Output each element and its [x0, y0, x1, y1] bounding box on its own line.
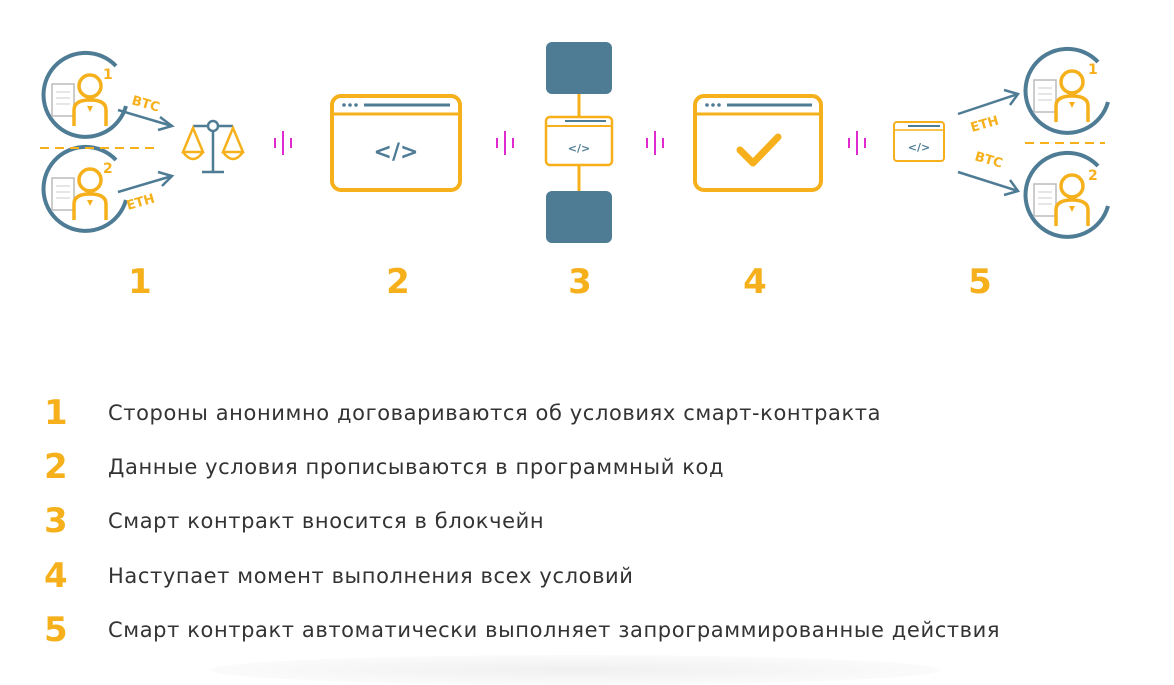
legend-number: 4 — [44, 556, 68, 596]
party-1-icon — [41, 50, 128, 139]
legend-text: Смарт контракт автоматически выполняет з… — [108, 618, 1001, 642]
party-2-label: 2 — [103, 161, 113, 177]
step-number-2: 2 — [386, 262, 410, 302]
legend-number: 3 — [44, 501, 68, 541]
party-1-label: 1 — [103, 67, 113, 83]
legend-text: Данные условия прописываются в программн… — [108, 455, 725, 479]
legend-text: Стороны анонимно договариваются об услов… — [108, 401, 882, 425]
step-number-3: 3 — [568, 262, 592, 302]
legend-number: 1 — [44, 393, 68, 433]
legend-item: 1 Стороны анонимно договариваются об усло… — [44, 393, 881, 433]
legend-item: 2 Данные условия прописываются в программ… — [44, 447, 724, 487]
smart-contract-diagram: 1 2 BTC ETH </> </> — [40, 42, 1110, 243]
separator-icon — [848, 130, 866, 156]
party-2-icon — [1023, 150, 1110, 239]
code-glyph: </> — [568, 142, 590, 155]
code-glyph: </> — [374, 140, 419, 165]
step-number-4: 4 — [743, 262, 767, 302]
party-2-icon — [41, 144, 128, 233]
party-2-label: 2 — [1088, 168, 1098, 184]
legend-number: 5 — [44, 610, 68, 650]
step-number-1: 1 — [128, 262, 152, 302]
legend-item: 3 Смарт контракт вносится в блокчейн — [44, 501, 544, 541]
legend-number: 2 — [44, 447, 68, 487]
legend-text: Смарт контракт вносится в блокчейн — [108, 509, 545, 533]
separator-icon — [496, 130, 514, 156]
currency-eth-in: ETH — [125, 192, 157, 214]
separator-icon — [274, 130, 292, 156]
bottom-shadow — [210, 655, 940, 685]
legend-text: Наступает момент выполнения всех условий — [108, 564, 634, 588]
contract-icon: </> — [893, 121, 945, 162]
scales-icon — [181, 119, 245, 174]
party-1-label: 1 — [1088, 62, 1098, 78]
code-window-icon: </> — [330, 94, 462, 192]
step-number-5: 5 — [968, 262, 992, 302]
check-window-icon — [693, 94, 823, 192]
separator-icon — [646, 130, 664, 156]
currency-btc-in: BTC — [130, 93, 161, 115]
code-glyph: </> — [908, 141, 930, 154]
arrow-icon — [117, 108, 175, 194]
legend-item: 4 Наступает момент выполнения всех услови… — [44, 556, 634, 596]
currency-btc-out: BTC — [973, 149, 1004, 171]
legend-item: 5 Смарт контракт автоматически выполняет … — [44, 610, 1000, 650]
blockchain-icon: </> — [544, 42, 614, 243]
arrow-icon — [957, 88, 1021, 197]
currency-eth-out: ETH — [969, 114, 1001, 136]
